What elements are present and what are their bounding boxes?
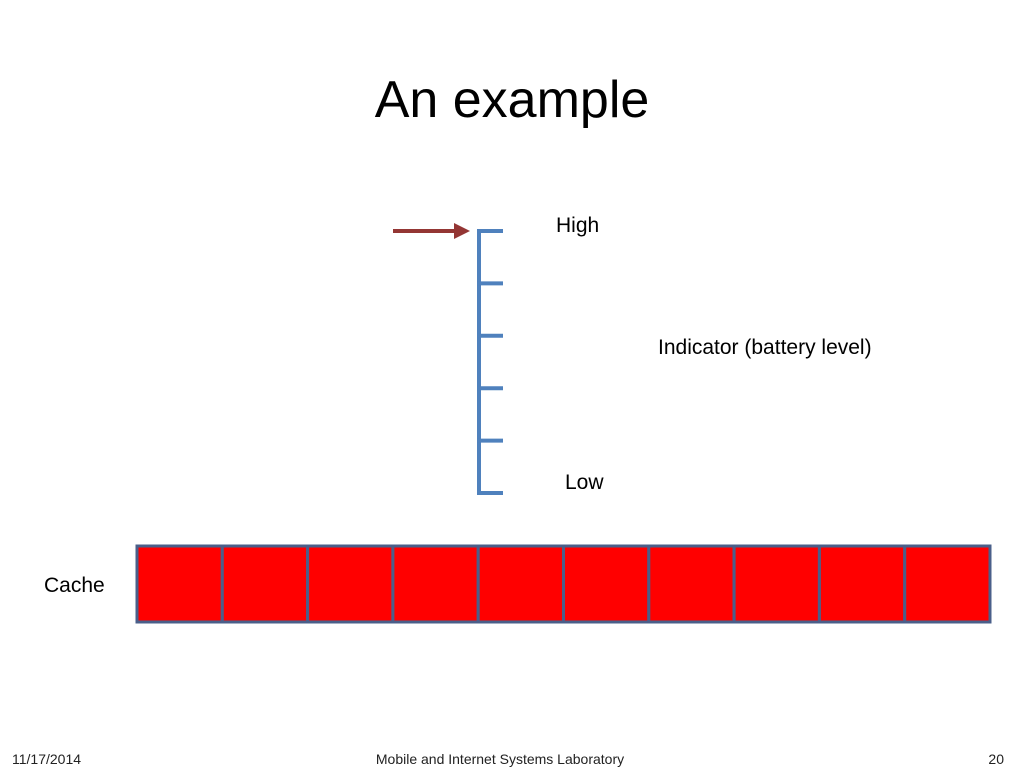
cache-block bbox=[732, 544, 821, 624]
footer-page-number: 20 bbox=[988, 751, 1004, 767]
cache-blocks bbox=[135, 544, 992, 624]
pointer-arrowhead bbox=[454, 223, 470, 239]
indicator-high-label: High bbox=[556, 214, 600, 237]
cache-block bbox=[391, 544, 480, 624]
cache-block bbox=[220, 544, 310, 624]
cache-block bbox=[817, 544, 907, 624]
cache-block bbox=[562, 544, 651, 624]
cache-block bbox=[476, 544, 566, 624]
level-pointer bbox=[393, 223, 470, 239]
slide-title: An example bbox=[374, 71, 650, 129]
cache-block bbox=[135, 544, 224, 624]
indicator-low-label: Low bbox=[565, 471, 604, 494]
cache-block bbox=[647, 544, 736, 624]
cache-block bbox=[306, 544, 395, 624]
indicator-description: Indicator (battery level) bbox=[658, 336, 872, 359]
cache-label: Cache bbox=[44, 574, 105, 597]
footer-lab-name: Mobile and Internet Systems Laboratory bbox=[375, 751, 625, 767]
indicator-scale bbox=[477, 229, 503, 495]
cache-block bbox=[903, 544, 992, 624]
footer-date: 11/17/2014 bbox=[12, 751, 82, 767]
